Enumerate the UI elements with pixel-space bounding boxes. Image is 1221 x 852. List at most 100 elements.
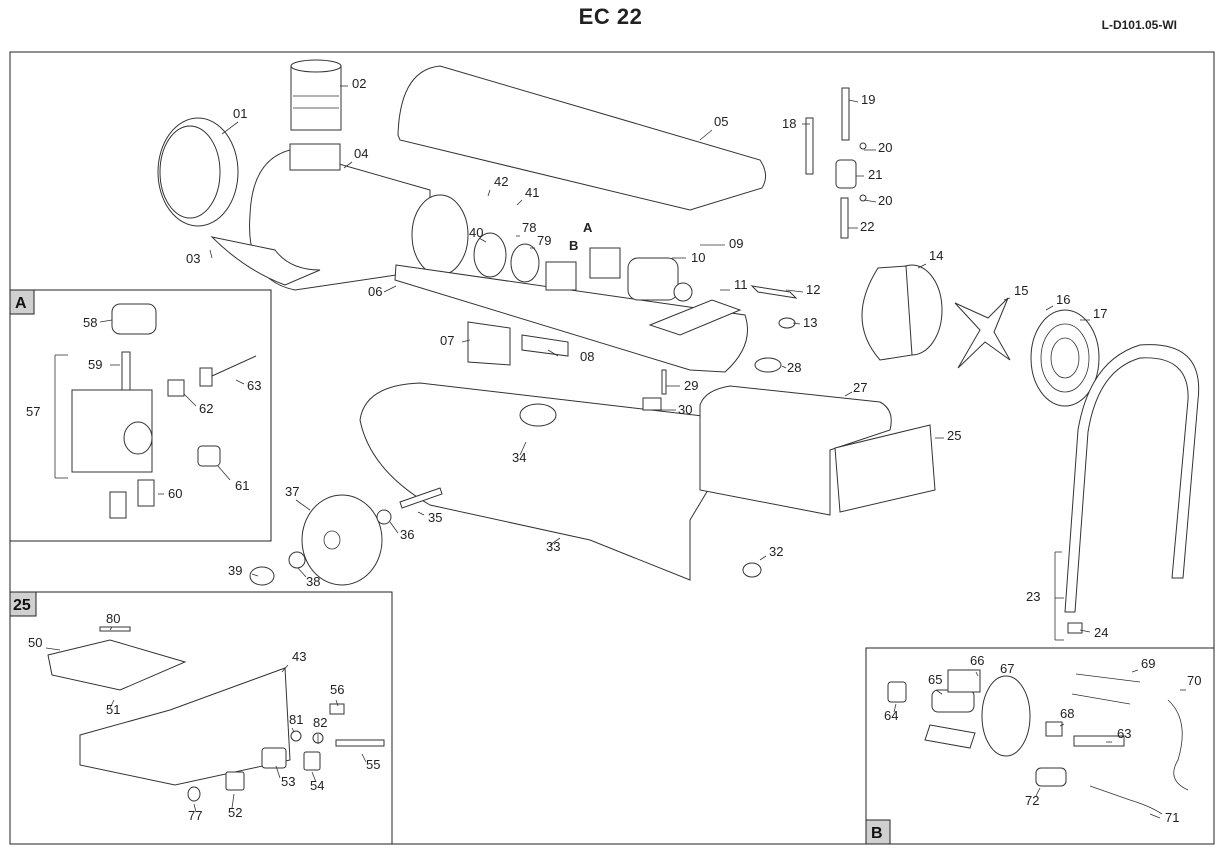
part-38-washer bbox=[288, 551, 306, 569]
part-07-bracket bbox=[467, 321, 511, 366]
diagram-title: EC 22 bbox=[578, 4, 643, 29]
part-05-upper-cover bbox=[397, 65, 766, 211]
leader-line bbox=[311, 771, 317, 783]
callout-35: 35 bbox=[428, 510, 442, 525]
callout-19: 19 bbox=[861, 92, 875, 107]
leader-line bbox=[461, 339, 471, 343]
callout-32: 32 bbox=[769, 544, 783, 559]
part-32-plug bbox=[742, 562, 762, 578]
callout-03: 03 bbox=[186, 251, 200, 266]
callout-65: 65 bbox=[928, 672, 942, 687]
callout-42: 42 bbox=[494, 174, 508, 189]
part-34-fuel-cap bbox=[519, 403, 557, 427]
callout-02: 02 bbox=[352, 76, 366, 91]
panel-25-label: 25 bbox=[13, 597, 31, 614]
callout-17: 17 bbox=[1093, 306, 1107, 321]
leader-line bbox=[335, 699, 339, 707]
leader-line bbox=[99, 319, 113, 323]
callout-72: 72 bbox=[1025, 793, 1039, 808]
leader-line bbox=[1045, 305, 1054, 311]
callout-29: 29 bbox=[684, 378, 698, 393]
leader-line bbox=[1149, 813, 1161, 819]
callout-62: 62 bbox=[199, 401, 213, 416]
part-08-bracket bbox=[521, 334, 569, 357]
part-01-flange-ring bbox=[157, 117, 239, 227]
callout-13: 13 bbox=[803, 315, 817, 330]
part-06-lower-housing bbox=[394, 264, 748, 373]
panel-a-label: A bbox=[15, 295, 27, 312]
callout-25: 25 bbox=[947, 428, 961, 443]
panel-b-tab bbox=[865, 819, 891, 845]
leader-line bbox=[295, 499, 311, 511]
part-pump-unit-b bbox=[545, 261, 577, 291]
leader-line bbox=[231, 793, 235, 809]
callout-52: 52 bbox=[228, 805, 242, 820]
part-24-foot bbox=[1067, 622, 1083, 634]
leader-line bbox=[217, 465, 231, 481]
callout-71: 71 bbox=[1165, 810, 1179, 825]
part-17-fan-guard bbox=[1030, 309, 1100, 407]
callout-56: 56 bbox=[330, 682, 344, 697]
callout-40: 40 bbox=[469, 225, 483, 240]
leader-line bbox=[275, 765, 281, 779]
callout-20b: 20 bbox=[878, 193, 892, 208]
callout-81: 81 bbox=[289, 712, 303, 727]
leader-line bbox=[1003, 297, 1011, 301]
callout-59: 59 bbox=[88, 357, 102, 372]
callout-54: 54 bbox=[310, 778, 324, 793]
leader-line bbox=[699, 129, 713, 141]
part-03-lower-shell bbox=[210, 236, 321, 286]
callout-18: 18 bbox=[782, 116, 796, 131]
leader-line bbox=[343, 161, 353, 169]
leader-line bbox=[389, 521, 399, 534]
leader-line bbox=[281, 664, 289, 673]
part-12-bracket bbox=[750, 285, 798, 299]
callout-14: 14 bbox=[929, 248, 943, 263]
leader-line bbox=[297, 567, 307, 578]
leader-line bbox=[487, 189, 491, 197]
leader-line bbox=[417, 511, 425, 516]
leader-line bbox=[383, 285, 397, 293]
leader-line bbox=[863, 199, 877, 203]
panel-a-tab bbox=[9, 289, 35, 315]
callout-82: 82 bbox=[313, 715, 327, 730]
leader-line bbox=[785, 289, 804, 293]
panel-b-frame bbox=[865, 647, 1215, 845]
part-18-22-fuel-filter bbox=[805, 87, 867, 239]
part-13-gasket bbox=[778, 317, 796, 329]
leader-line bbox=[235, 379, 245, 385]
part-15-fan-blade bbox=[954, 297, 1011, 369]
callout-63a: 63 bbox=[247, 378, 261, 393]
leader-line bbox=[1059, 723, 1065, 727]
part-solenoid-valve-a bbox=[589, 247, 621, 279]
leader-line bbox=[917, 263, 927, 269]
leader-line bbox=[183, 393, 197, 407]
leader-line bbox=[291, 727, 295, 733]
callout-50: 50 bbox=[28, 635, 42, 650]
callout-09: 09 bbox=[729, 236, 743, 251]
leader-line bbox=[251, 573, 259, 577]
callout-mA: A bbox=[583, 220, 593, 235]
panel-25-control-parts bbox=[47, 626, 385, 802]
callout-51: 51 bbox=[106, 702, 120, 717]
callout-27: 27 bbox=[853, 380, 867, 395]
callout-30: 30 bbox=[678, 402, 692, 417]
callout-41: 41 bbox=[525, 185, 539, 200]
part-29-pin bbox=[661, 369, 667, 395]
leader-line bbox=[547, 349, 559, 357]
part-40-turbine bbox=[473, 232, 540, 283]
callout-24: 24 bbox=[1094, 625, 1108, 640]
callout-80: 80 bbox=[106, 611, 120, 626]
panel-b-burner-parts bbox=[887, 669, 1189, 815]
leader-line bbox=[975, 671, 979, 677]
callout-23: 23 bbox=[1026, 589, 1040, 604]
callout-05: 05 bbox=[714, 114, 728, 129]
panel-25-tab bbox=[9, 591, 37, 617]
callout-07: 07 bbox=[440, 333, 454, 348]
callout-11: 11 bbox=[734, 277, 748, 292]
leader-line bbox=[781, 365, 787, 369]
part-10-motor bbox=[627, 257, 693, 302]
leader-line bbox=[361, 753, 367, 763]
